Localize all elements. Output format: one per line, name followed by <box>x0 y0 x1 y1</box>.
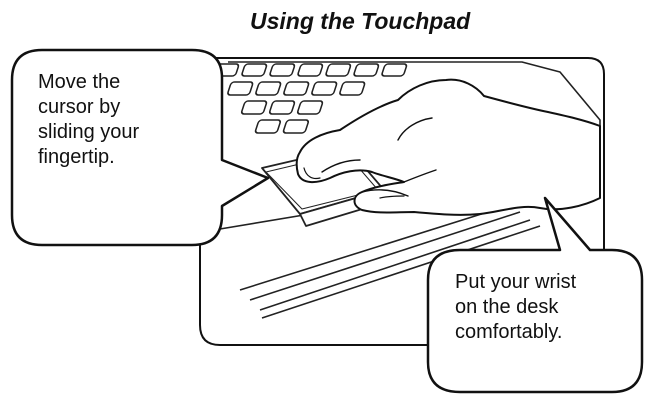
callout-line: Put your wrist <box>455 270 630 295</box>
callout-text-left: Move the cursor by sliding your fingerti… <box>38 70 208 170</box>
callout-line: fingertip. <box>38 145 208 170</box>
callout-line: cursor by <box>38 95 208 120</box>
callout-line: on the desk <box>455 295 630 320</box>
callout-line: sliding your <box>38 120 208 145</box>
callout-line: Move the <box>38 70 208 95</box>
callout-text-right: Put your wrist on the desk comfortably. <box>455 270 630 345</box>
callout-line: comfortably. <box>455 320 630 345</box>
